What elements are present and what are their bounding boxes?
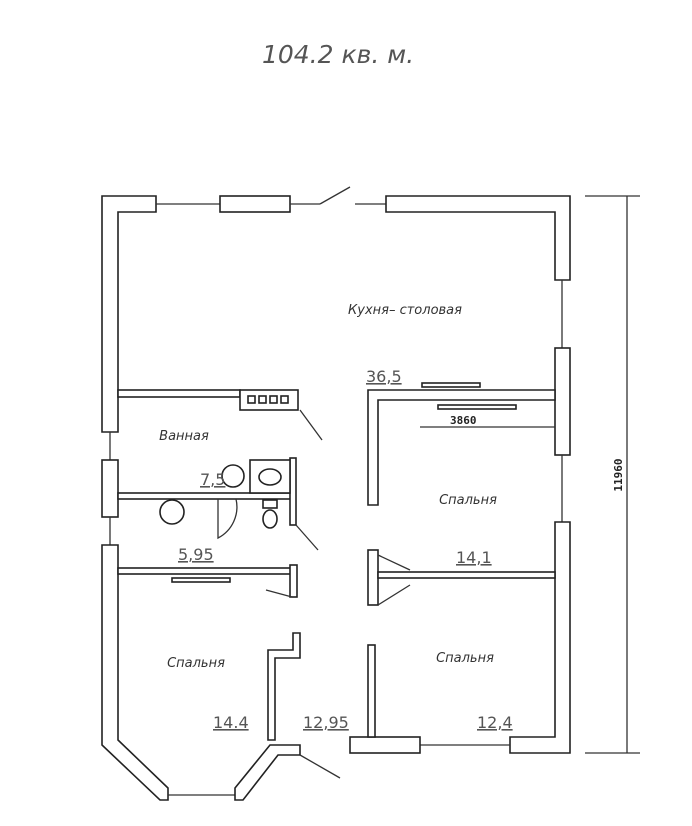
room-label-kitchen: Кухня– столовая <box>348 303 462 318</box>
plan-title: 104.2 кв. м. <box>262 40 414 69</box>
entrance-door <box>319 186 351 205</box>
room-label-bedroom-2: Спальня <box>167 656 225 671</box>
dimension-line: 11960 <box>585 195 640 754</box>
boiler <box>159 499 185 525</box>
shower <box>217 498 238 540</box>
toilet <box>262 509 278 529</box>
area-hall: 12,95 <box>303 713 349 732</box>
area-bedroom-2: 14.4 <box>213 713 249 732</box>
room-label-bedroom-1: Спальня <box>439 493 497 508</box>
exterior-walls <box>101 186 571 801</box>
room-label-bathroom: Ванная <box>159 429 209 444</box>
ventilation-block <box>239 389 299 411</box>
overall-height-dimension: 11960 <box>612 458 625 491</box>
washing-machine <box>221 464 245 488</box>
area-bathroom: 7,5 <box>200 470 225 489</box>
inner-width-dimension: 3860 <box>450 414 477 427</box>
area-bedroom-1: 14,1 <box>456 548 492 567</box>
area-bedroom-3: 12,4 <box>477 713 513 732</box>
room-label-bedroom-3: Спальня <box>436 651 494 666</box>
interior-walls <box>117 382 556 741</box>
area-wc: 5,95 <box>178 545 214 564</box>
area-kitchen: 36,5 <box>366 367 402 386</box>
